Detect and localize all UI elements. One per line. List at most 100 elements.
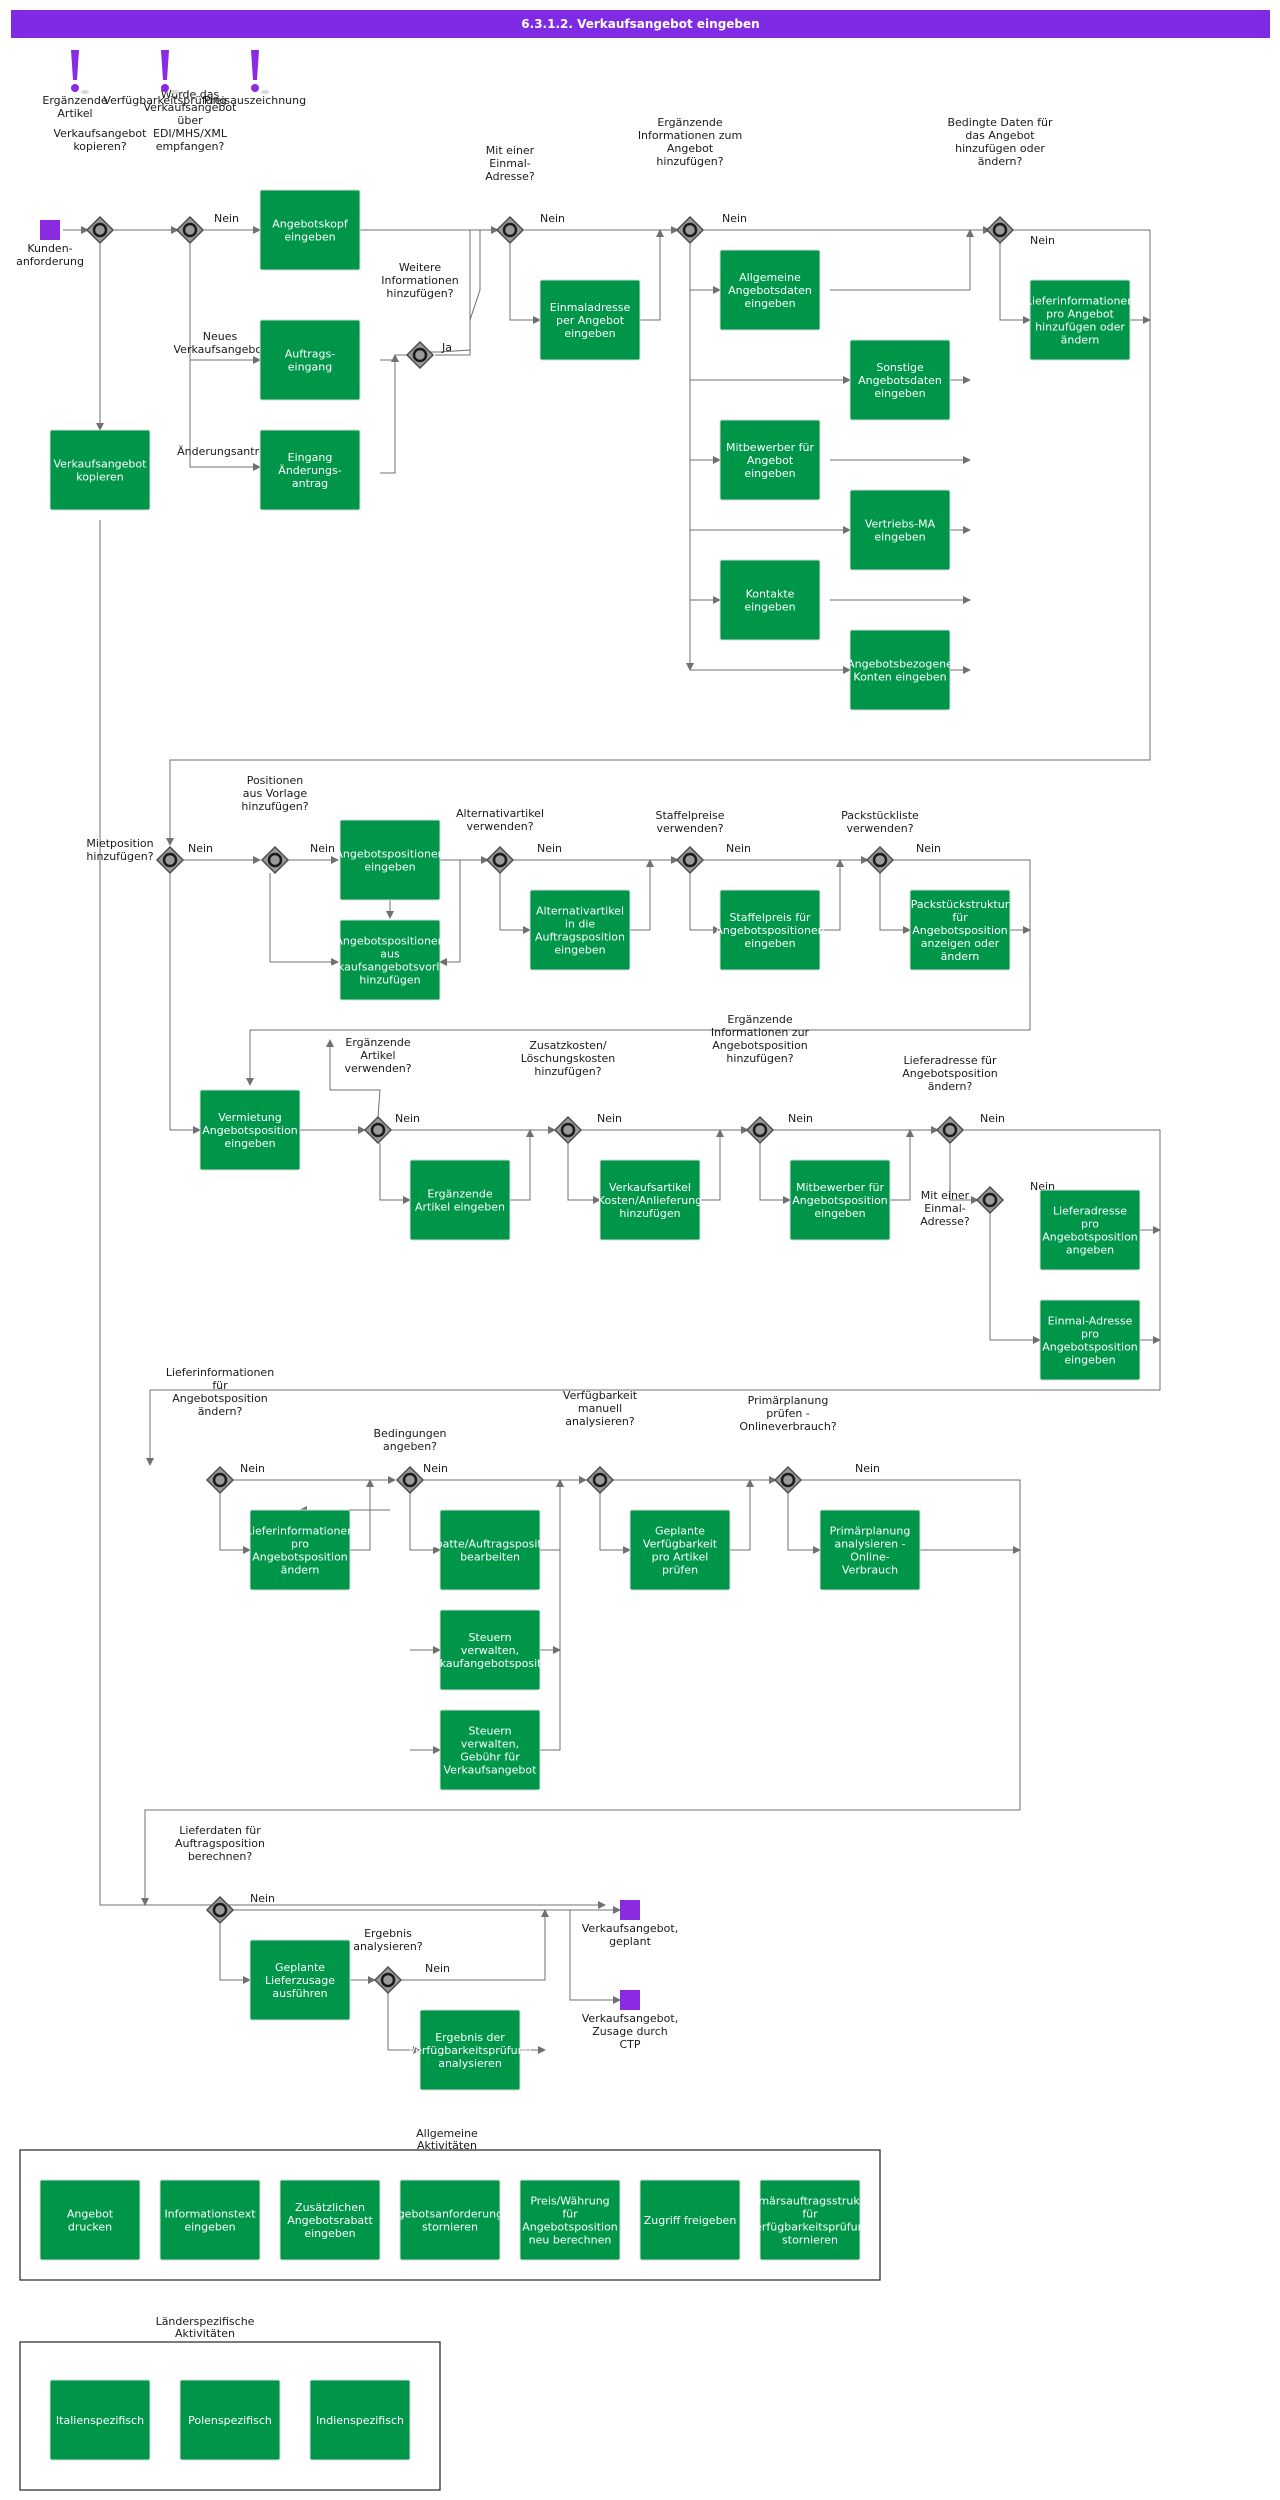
legend-label: Preisauszeichnung	[204, 94, 306, 107]
event-label: anforderung	[16, 255, 84, 268]
event-label: CTP	[619, 2038, 640, 2051]
gateway-label: ändern?	[978, 155, 1023, 168]
activity-a_staffel[interactable]: Staffelpreis fürAngebotspositioneneingeb…	[715, 889, 825, 971]
gateway-label: das Angebot	[965, 129, 1035, 142]
gateway-gw10[interactable]	[675, 845, 705, 875]
activity-a_posvorl[interactable]: AngebotspositionenausVerkaufsangebotsvor…	[320, 919, 460, 1001]
activity-label: Verbrauch	[842, 1564, 898, 1577]
gateway-gw5[interactable]	[675, 215, 705, 245]
edge-label-nein: Nein	[855, 1462, 880, 1475]
activity-label: ändern	[1061, 334, 1100, 347]
edge-label-nein: Nein	[240, 1462, 265, 1475]
gateway-gw16[interactable]	[975, 1185, 1005, 1215]
activity-label: Online-	[850, 1551, 889, 1564]
gateway-gw11[interactable]	[865, 845, 895, 875]
gateway-label: Ergänzende	[345, 1036, 410, 1049]
gateway-label: Packstückliste	[841, 809, 919, 822]
activity-c3[interactable]: Indienspezifisch	[309, 2379, 411, 2461]
gateway-gw7[interactable]	[155, 845, 185, 875]
gateway-gw8[interactable]	[260, 845, 290, 875]
activity-c1[interactable]: Italienspezifisch	[49, 2379, 151, 2461]
activity-label: Angebotsbezogene	[847, 658, 953, 671]
event-label: Verkaufsangebot,	[582, 2012, 678, 2025]
activity-a_auftr[interactable]: Auftrags-eingang	[259, 319, 361, 401]
activity-label: eingeben	[554, 944, 605, 957]
gateway-label: verwenden?	[846, 822, 913, 835]
activity-c2[interactable]: Polenspezifisch	[179, 2379, 281, 2461]
flow-connector	[989, 1200, 1041, 1344]
gateway-gw4[interactable]	[495, 215, 525, 245]
gateway-gw1[interactable]	[85, 215, 115, 245]
edge-label-nein: Nein	[395, 1112, 420, 1125]
activity-g7[interactable]: PrimärsauftragsstrukturfürVerfügbarkeits…	[744, 2179, 876, 2261]
gateway-gw3[interactable]	[405, 340, 435, 370]
activity-label: Angebotsdaten	[858, 374, 942, 387]
gateway-label: analysieren?	[565, 1415, 635, 1428]
activity-label: Angebotsposition	[252, 1551, 348, 1564]
activity-label: pro	[1081, 1218, 1099, 1231]
edge-label-nein: Nein	[980, 1112, 1005, 1125]
activity-label: Geplante	[275, 1961, 325, 1974]
gateway-gw13[interactable]	[553, 1115, 583, 1145]
gateway-gw2[interactable]	[175, 215, 205, 245]
gateway-gw22[interactable]	[373, 1965, 403, 1995]
event-ev_end1: Verkaufsangebot,geplant	[582, 1900, 678, 1948]
gateway-gw6[interactable]	[985, 215, 1015, 245]
legend-label: Artikel	[57, 107, 92, 120]
activity-label: für	[562, 2208, 578, 2221]
gateway-gw12[interactable]	[363, 1115, 393, 1145]
activity-label: Angebotskopf	[272, 218, 349, 231]
gateway-gw17[interactable]	[205, 1465, 235, 1495]
activity-a_einmal2[interactable]: Einmal-AdresseproAngebotspositioneingebe…	[1039, 1299, 1141, 1381]
activity-a_ergebnis[interactable]: Ergebnis derVerfügbarkeitsprüfunganalysi…	[408, 2009, 532, 2091]
activity-a_pack[interactable]: PackstückstrukturfürAngebotspositionanze…	[909, 889, 1011, 971]
activity-label: Angebot	[67, 2208, 114, 2221]
activity-label: Angebotsposition	[202, 1124, 298, 1137]
gateway-gw20[interactable]	[773, 1465, 803, 1495]
gateway-gw15[interactable]	[935, 1115, 965, 1145]
activity-label: prüfen	[662, 1564, 698, 1577]
edge-label-nein: Nein	[540, 212, 565, 225]
gateway-gw19[interactable]	[585, 1465, 615, 1495]
gateway-gw21[interactable]	[205, 1895, 235, 1925]
activity-label: Gebühr für	[460, 1751, 520, 1764]
gateway-gw18[interactable]	[395, 1465, 425, 1495]
gateway-gw9[interactable]	[485, 845, 515, 875]
edge-label-nein: Nein	[726, 842, 751, 855]
activity-a_zusatz[interactable]: VerkaufsartikelKosten/Anlieferunghinzufü…	[598, 1159, 702, 1241]
activity-label: Angebot	[747, 454, 794, 467]
gateway-gw14[interactable]	[745, 1115, 775, 1145]
activity-a_lief2[interactable]: LieferinformationenproAngebotspositionän…	[246, 1509, 354, 1591]
activity-g6[interactable]: Zugriff freigeben	[639, 2179, 741, 2261]
activity-label: Angebotsposition	[1042, 1231, 1138, 1244]
gateway-label: Adresse?	[920, 1215, 970, 1228]
